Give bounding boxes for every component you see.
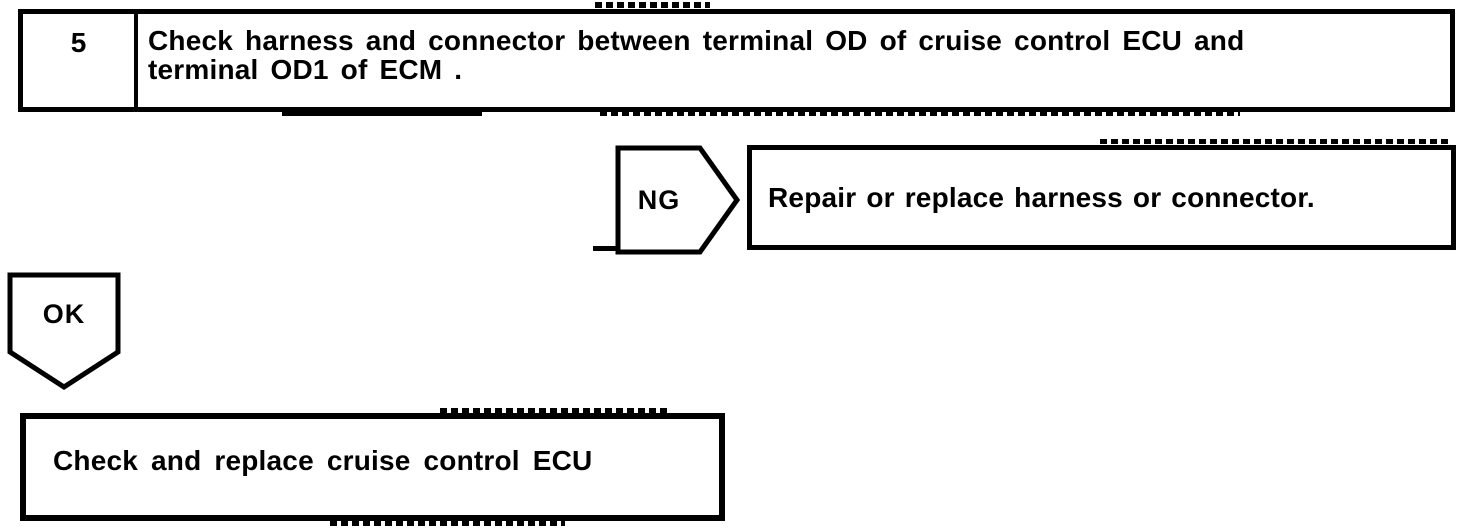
step-instruction-line-2: terminal OD1 of ECM .	[148, 54, 463, 85]
ok-connector-label: OK	[42, 298, 86, 329]
ng-result-text: Repair or replace harness or connector.	[768, 181, 1315, 213]
ok-pentagon-arrow-icon	[7, 272, 121, 390]
ok-connector: OK	[7, 272, 121, 390]
scan-artifact	[1100, 139, 1452, 144]
step-instruction: Check harness and connector between term…	[138, 14, 1252, 107]
scan-artifact	[440, 408, 670, 413]
step-box: 5 Check harness and connector between te…	[18, 9, 1455, 112]
scan-artifact	[282, 110, 482, 116]
ok-result-text: Check and replace cruise control ECU	[53, 445, 593, 476]
ng-connector: NG	[615, 145, 740, 255]
ng-result-box: Repair or replace harness or connector.	[747, 145, 1456, 250]
ng-connector-label: NG	[637, 184, 681, 215]
scan-artifact	[595, 2, 710, 8]
ok-result-box: Check and replace cruise control ECU	[20, 413, 725, 521]
step-instruction-line-1: Check harness and connector between term…	[148, 25, 1245, 56]
scan-artifact	[600, 112, 1240, 116]
scan-artifact	[330, 521, 565, 526]
step-number: 5	[23, 14, 138, 107]
ng-pentagon-arrow-icon	[615, 145, 740, 255]
